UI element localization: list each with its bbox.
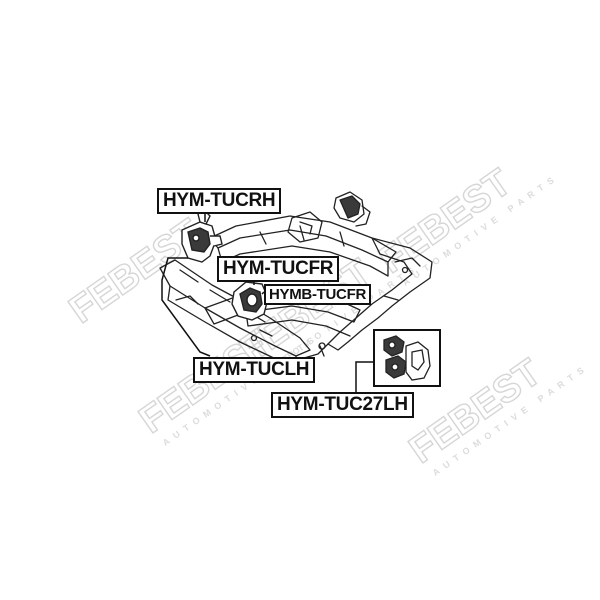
label-hym-tuclh: HYM-TUCLH: [193, 357, 316, 383]
label-hymb-tucfr: HYMB-TUCFR: [264, 284, 371, 305]
watermark-layer: FEBEST AUTOMOTIVE PARTS FEBEST AUTOMOTIV…: [61, 161, 590, 478]
leader-hymb: [261, 291, 265, 295]
leader-tuclh: [161, 257, 211, 357]
leader-tuc27lh: [355, 361, 374, 392]
inset-tuc27lh: [373, 329, 441, 387]
label-hym-tuc27lh: HYM-TUC27LH: [271, 392, 414, 418]
mount-tucfr-drawing: [231, 281, 269, 321]
label-hym-tucfr: HYM-TUCFR: [217, 256, 340, 282]
label-hym-tucrh: HYM-TUCRH: [157, 188, 282, 214]
